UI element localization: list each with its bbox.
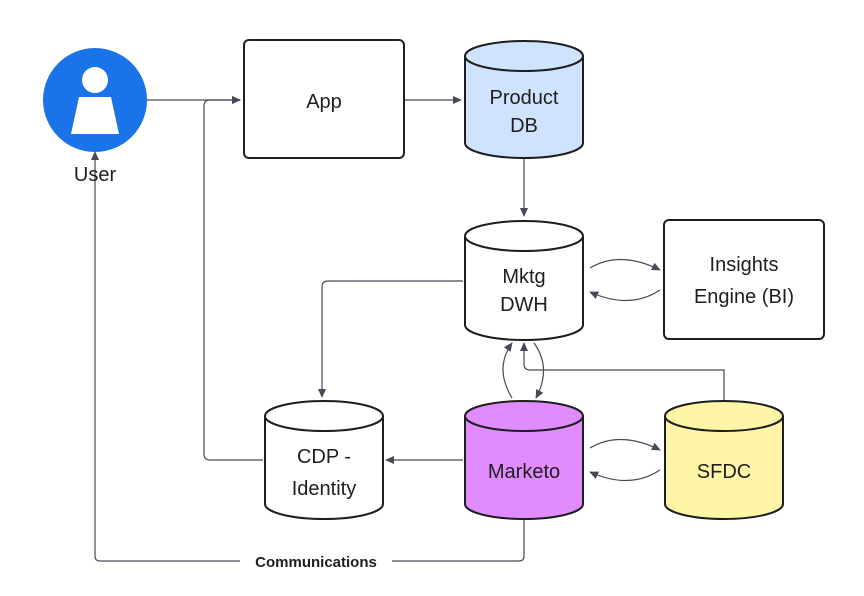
app-node: App (243, 39, 405, 159)
mktg-dwh-label-line2: DWH (500, 294, 548, 316)
user-label: User (74, 164, 117, 186)
edge-sfdc-to-dwh (519, 342, 725, 403)
user-node: User (43, 48, 147, 186)
user-icon (71, 67, 119, 134)
edge-insights-to-dwh-loop (589, 289, 661, 302)
communications-label: Communications (255, 554, 377, 571)
communications-label-bg (240, 550, 392, 572)
insights-label-line2: Engine (BI) (694, 286, 794, 308)
product-db-node: Product DB (464, 40, 584, 159)
sfdc-label: SFDC (697, 461, 751, 483)
cdp-label-line2: Identity (292, 478, 356, 500)
cdp-identity-node: CDP - Identity (264, 400, 384, 520)
app-label: App (306, 91, 342, 113)
edge-marketo-to-dwh-loop (502, 342, 513, 399)
edge-dwh-to-cdp (317, 280, 463, 398)
marketo-label: Marketo (488, 461, 560, 483)
connectors: Communications (90, 95, 725, 572)
insights-label-line1: Insights (710, 254, 779, 276)
edge-dwh-to-insights-loop (589, 258, 661, 271)
marketo-node: Marketo (464, 400, 584, 520)
mktg-dwh-node: Mktg DWH (464, 220, 584, 341)
insights-engine-node: Insights Engine (BI) (663, 219, 825, 340)
product-db-label-line2: DB (510, 115, 538, 137)
edge-sfdc-to-marketo-loop (589, 469, 661, 482)
sfdc-node: SFDC (664, 400, 784, 520)
edge-cdp-to-app (203, 95, 263, 461)
edge-marketo-to-sfdc-loop (589, 438, 661, 451)
cdp-label-line1: CDP - (297, 446, 351, 468)
mktg-dwh-label-line1: Mktg (502, 266, 545, 288)
product-db-label-line1: Product (490, 87, 559, 109)
edge-dwh-to-marketo-loop (533, 342, 545, 399)
